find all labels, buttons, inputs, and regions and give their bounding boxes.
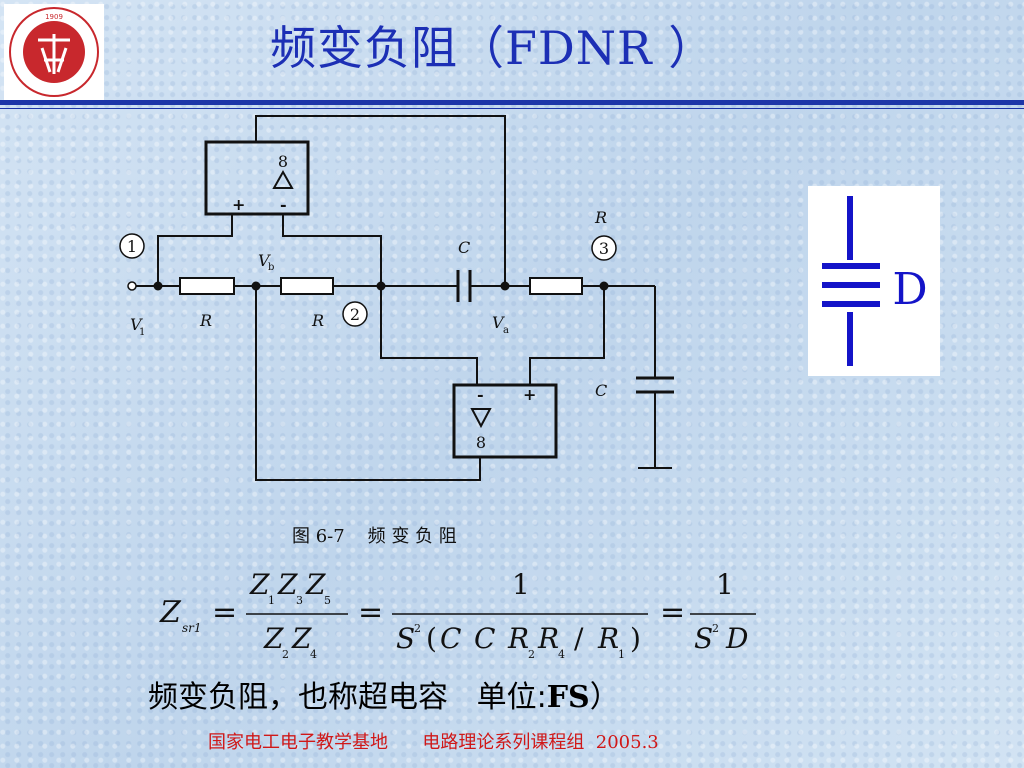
unit-fs: FS: [546, 680, 590, 715]
formula-num-2: 1: [716, 568, 734, 601]
formula-s-2: S: [694, 622, 713, 655]
formula-z5: Z: [305, 568, 326, 601]
formula-z5-sub: 5: [324, 594, 331, 607]
label-c-shunt: C: [595, 381, 607, 400]
formula-z2: Z: [263, 622, 284, 655]
opamp-top-minus: -: [280, 195, 287, 214]
label-r2: R: [311, 311, 324, 330]
capacitor-shunt: [636, 376, 674, 394]
university-logo: 1909: [4, 4, 104, 100]
node-2-circle: [342, 301, 368, 327]
formula-r4: R: [537, 622, 559, 655]
junction-dots: [153, 281, 609, 291]
opamp-bottom-triangle: [470, 408, 492, 429]
label-r3: R: [594, 208, 607, 227]
label-vb: V: [258, 251, 271, 270]
formula-r2-sub: 2: [528, 648, 535, 661]
formula-c1: C: [440, 622, 461, 655]
fdnr-circuit-diagram: + - 8 - + 8 1 2 3 R R R C C: [119, 115, 674, 481]
circuit-wires: [136, 115, 672, 481]
node-1-circle: [119, 233, 145, 259]
formula-r1-sub: 1: [618, 648, 625, 661]
fdnr-description-text: 频变负阻，也称超电容 单位:: [148, 680, 547, 715]
formula-z1: Z: [249, 568, 270, 601]
formula-r4-sub: 4: [558, 648, 565, 661]
fdnr-impedance-formula: Z sr1 = Z 1 Z 3 Z 5 Z 2 Z 4 = 1 S 2 ( C …: [159, 568, 756, 661]
formula-s: S: [396, 622, 415, 655]
fdnr-description-end: ）: [589, 680, 620, 715]
label-v1-sub: 1: [139, 327, 145, 338]
fdnr-symbol: D: [808, 186, 940, 376]
fdnr-symbol-letter: D: [892, 264, 927, 315]
fdnr-description: 频变负阻，也称超电容 单位:FS）: [148, 672, 620, 716]
label-va-sub: a: [503, 325, 509, 336]
resistor-r1: [179, 277, 235, 295]
label-va: V: [492, 313, 505, 332]
opamp-bottom-plus: +: [523, 385, 536, 404]
node-3-circle: [591, 235, 617, 261]
label-r1: R: [199, 311, 212, 330]
formula-eq1: =: [212, 595, 237, 630]
formula-eq2: =: [358, 595, 383, 630]
formula-r2: R: [507, 622, 529, 655]
formula-close: ): [630, 622, 641, 655]
node-1-label: 1: [127, 237, 137, 256]
capacitor-series: [456, 270, 472, 302]
formula-s-exp: 2: [414, 622, 421, 635]
node-3-label: 3: [599, 239, 609, 258]
opamp-top: [204, 140, 310, 216]
formula-z1-sub: 1: [268, 594, 275, 607]
formula-z3: Z: [277, 568, 298, 601]
header-divider-thin: [0, 108, 1024, 109]
footer-credit: 国家电工电子教学基地 电路理论系列课程组 2005.3: [208, 732, 659, 753]
opamp-top-infinity: 8: [278, 152, 288, 171]
formula-slash: /: [574, 622, 584, 655]
formula-open: (: [426, 622, 437, 655]
opamp-top-plus: +: [232, 195, 245, 214]
formula-eq3: =: [660, 595, 685, 630]
logo-year: 1909: [45, 13, 63, 21]
formula-z: Z: [159, 595, 182, 630]
resistor-r3: [529, 277, 583, 295]
label-vb-sub: b: [268, 262, 274, 273]
formula-c2: C: [474, 622, 495, 655]
formula-d: D: [725, 622, 748, 655]
formula-z-sub: sr1: [182, 621, 202, 635]
formula-r1: R: [597, 622, 619, 655]
formula-z3-sub: 3: [296, 594, 303, 607]
header-divider: [0, 100, 1024, 105]
formula-z4-sub: 4: [310, 648, 317, 661]
opamp-bottom: [452, 383, 558, 459]
label-v1: V: [130, 315, 143, 334]
formula-z2-sub: 2: [282, 648, 289, 661]
opamp-bottom-infinity: 8: [476, 433, 486, 452]
input-terminal: [127, 281, 137, 291]
label-c-series: C: [458, 238, 470, 257]
slide-title: 频变负阻（FDNR ）: [270, 21, 716, 75]
figure-caption: 图 6-7 频 变 负 阻: [292, 526, 457, 547]
formula-z4: Z: [291, 622, 312, 655]
resistor-r2: [280, 277, 334, 295]
opamp-bottom-minus: -: [477, 385, 484, 404]
formula-num-1: 1: [512, 568, 530, 601]
opamp-top-triangle: [272, 169, 294, 189]
node-2-label: 2: [350, 305, 360, 324]
formula-s-2-exp: 2: [712, 622, 719, 635]
